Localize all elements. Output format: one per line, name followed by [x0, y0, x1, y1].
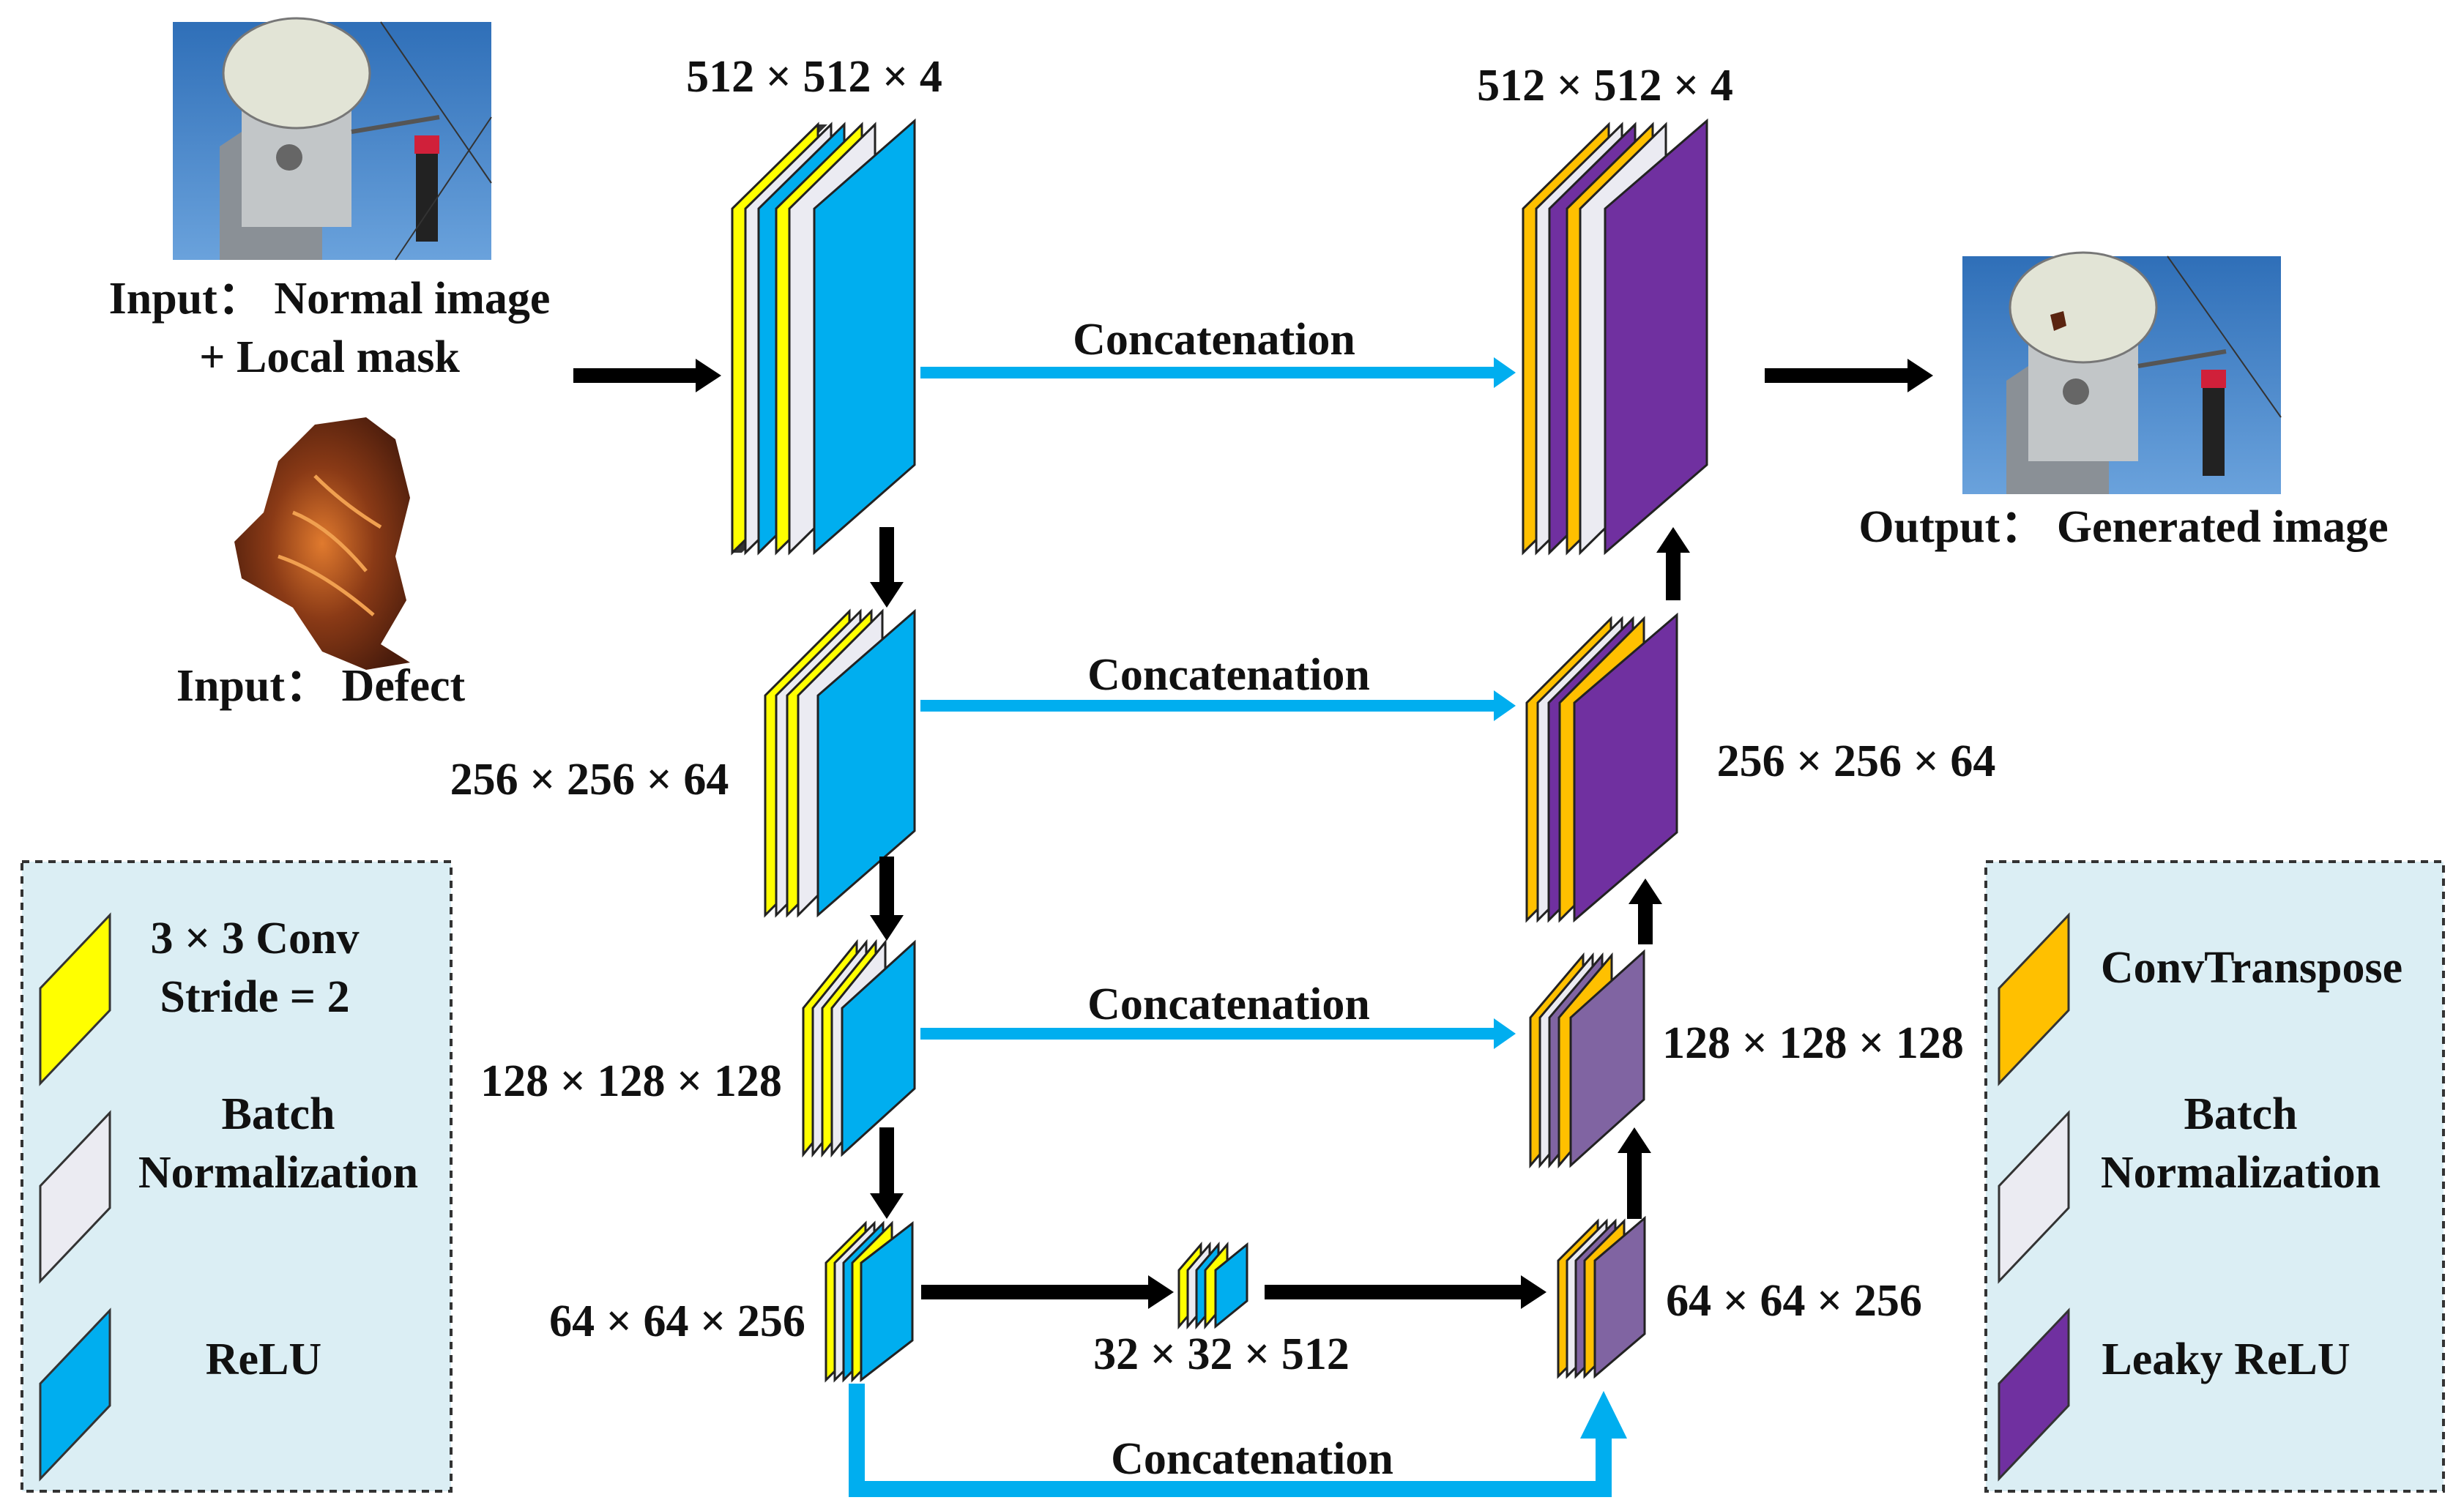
legend-batchnorm-swatch — [39, 1110, 111, 1284]
legend-relu-swatch — [39, 1307, 111, 1482]
input-normal-image — [173, 17, 492, 261]
legend-leaky-relu-swatch — [1998, 1307, 2070, 1482]
arrow-decoder-to-output — [1765, 359, 1933, 392]
skip-connections — [849, 357, 1627, 1497]
input-image-label-2: + Local mask — [199, 332, 460, 382]
arrow-up-1 — [1618, 1127, 1651, 1219]
decoder-level2-dims: 256 × 256 × 64 — [1717, 736, 1996, 786]
legend-bn-label-2: Normalization — [138, 1148, 418, 1198]
legend-relu-label: ReLU — [206, 1335, 321, 1384]
decoder-block-2 — [1525, 612, 1678, 923]
bottleneck-dims: 32 × 32 × 512 — [1093, 1329, 1350, 1379]
arrow-down-3 — [870, 1127, 904, 1219]
legend-convtranspose-label: ConvTranspose — [2101, 943, 2402, 993]
decoder-level3-dims: 128 × 128 × 128 — [1662, 1018, 1964, 1068]
legend-bn-right-label-2: Normalization — [2101, 1148, 2381, 1198]
decoder-block-3 — [1529, 949, 1645, 1169]
skip-label-3: Concatenation — [1087, 980, 1370, 1029]
encoder-block-4 — [825, 1220, 914, 1383]
arrow-bottleneck-to-decoder — [1265, 1275, 1546, 1309]
skip-arrow-1 — [920, 357, 1516, 388]
input-defect-image — [234, 417, 410, 670]
legend-batchnorm-swatch-right — [1998, 1110, 2070, 1284]
encoder-level1-dims: 512 × 512 × 4 — [686, 52, 942, 102]
arrow-down-1 — [870, 527, 904, 608]
decoder-level1-dims: 512 × 512 × 4 — [1477, 61, 1733, 111]
encoder-block-1 — [731, 118, 916, 556]
flow-arrows — [573, 359, 1933, 1309]
arrow-encoder-to-bottleneck — [921, 1275, 1174, 1309]
legend-convtranspose-swatch — [1998, 912, 2070, 1086]
legend-right: ConvTranspose Batch Normalization Leaky … — [1984, 860, 2445, 1493]
skip-arrow-2 — [920, 690, 1516, 721]
skip-label-1: Concatenation — [1073, 315, 1355, 365]
encoder-block-3 — [802, 939, 916, 1158]
arrow-up-3 — [1656, 527, 1690, 600]
encoder-level4-dims: 64 × 64 × 256 — [549, 1297, 805, 1346]
bottleneck-block — [1177, 1241, 1248, 1330]
skip-label-2: Concatenation — [1087, 650, 1370, 700]
input-image-label-1: Input： Normal image — [109, 274, 551, 324]
legend-left: 3 × 3 Conv Stride = 2 Batch Normalizatio… — [21, 860, 453, 1493]
output-image-label: Output： Generated image — [1858, 502, 2388, 552]
decoder-block-4 — [1557, 1215, 1646, 1379]
decoder-block-1 — [1522, 118, 1708, 556]
legend-bn-right-label-1: Batch — [2184, 1089, 2298, 1139]
legend-conv-label-2: Stride = 2 — [160, 972, 349, 1022]
arrow-down-2 — [870, 857, 904, 941]
decoder-level4-dims: 64 × 64 × 256 — [1666, 1276, 1922, 1326]
legend-leaky-relu-label: Leaky ReLU — [2102, 1335, 2350, 1384]
skip-label-4: Concatenation — [1111, 1434, 1393, 1484]
skip-arrow-3 — [920, 1018, 1516, 1049]
encoder-level3-dims: 128 × 128 × 128 — [480, 1056, 782, 1106]
legend-conv-label-1: 3 × 3 Conv — [150, 914, 359, 963]
input-defect-label: Input： Defect — [176, 661, 466, 711]
legend-bn-label-1: Batch — [222, 1089, 335, 1139]
skip-arrow-4 — [849, 1384, 1627, 1497]
legend-conv-swatch — [39, 912, 111, 1086]
output-generated-image — [1962, 251, 2282, 494]
encoder-level2-dims: 256 × 256 × 64 — [450, 755, 729, 805]
arrow-up-2 — [1629, 878, 1662, 944]
encoder-block-2 — [764, 608, 916, 918]
arrow-input-to-encoder — [573, 359, 721, 392]
